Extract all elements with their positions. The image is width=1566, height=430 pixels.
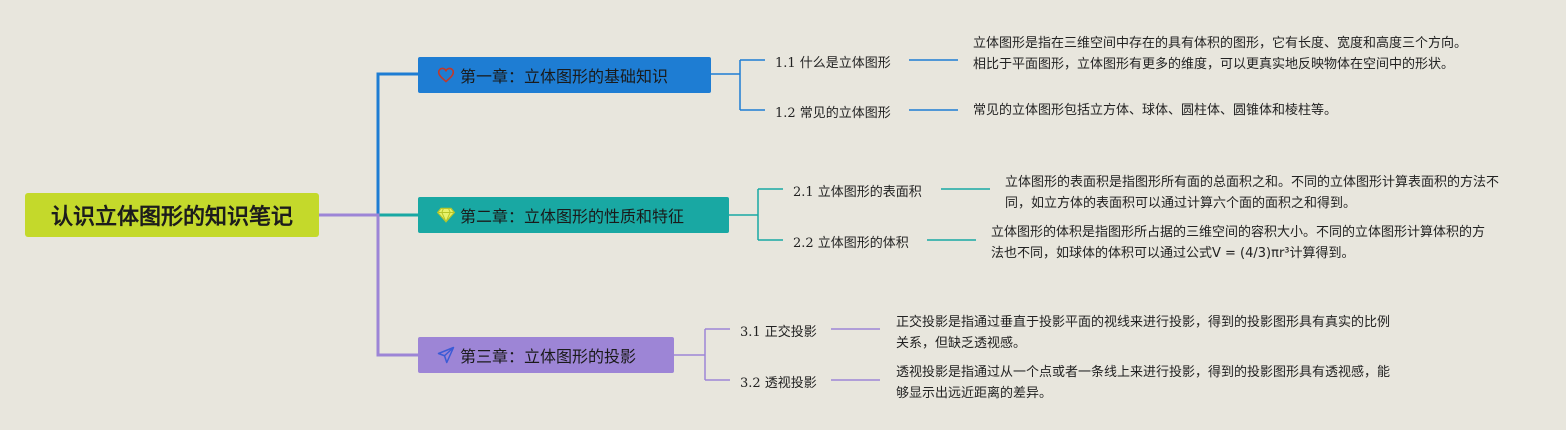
section-text-1-1: 立体图形是指在三维空间中存在的具有体积的图形，它有长度、宽度和高度三个方向。相比… bbox=[973, 36, 1468, 72]
chapter-node-2[interactable]: 第二章：立体图形的性质和特征 bbox=[418, 197, 729, 233]
section-label-1-2[interactable]: 1.2 常见的立体图形 bbox=[775, 106, 891, 121]
section-label-3-2[interactable]: 3.2 透视投影 bbox=[740, 376, 817, 391]
heart-icon bbox=[436, 65, 456, 85]
chapter-title-3: 第三章：立体图形的投影 bbox=[460, 347, 637, 366]
section-text-3-2: 透视投影是指通过从一个点或者一条线上来进行投影，得到的投影图形具有透视感，能够显… bbox=[896, 365, 1391, 401]
section-label-3-1[interactable]: 3.1 正交投影 bbox=[740, 325, 817, 340]
chapter-node-3[interactable]: 第三章：立体图形的投影 bbox=[418, 337, 674, 373]
connector-ch3-sections bbox=[674, 328, 730, 381]
chapter-title-2: 第二章：立体图形的性质和特征 bbox=[460, 207, 685, 226]
section-text-2-1: 立体图形的表面积是指图形所有面的总面积之和。不同的立体图形计算表面积的方法不同，… bbox=[1005, 175, 1500, 211]
chapter-title-1: 第一章：立体图形的基础知识 bbox=[460, 67, 669, 86]
connector-ch2-sections bbox=[729, 188, 783, 241]
section-text-3-1: 正交投影是指通过垂直于投影平面的视线来进行投影，得到的投影图形具有真实的比例关系… bbox=[896, 315, 1391, 351]
chapter-node-1[interactable]: 第一章：立体图形的基础知识 bbox=[418, 57, 711, 93]
section-label-2-2[interactable]: 2.2 立体图形的体积 bbox=[793, 236, 909, 251]
diamond-icon bbox=[436, 205, 456, 225]
connector-root-ch1 bbox=[319, 72, 418, 217]
paper-plane-icon bbox=[436, 345, 456, 365]
root-title: 认识立体图形的知识笔记 bbox=[50, 205, 293, 230]
connector-ch1-sections bbox=[711, 59, 765, 111]
section-label-2-1[interactable]: 2.1 立体图形的表面积 bbox=[793, 185, 922, 200]
section-label-1-1[interactable]: 1.1 什么是立体图形 bbox=[775, 56, 891, 71]
root-node[interactable]: 认识立体图形的知识笔记 bbox=[25, 193, 319, 237]
section-text-2-2: 立体图形的体积是指图形所占据的三维空间的容积大小。不同的立体图形计算体积的方法也… bbox=[991, 225, 1486, 261]
connector-root-ch3 bbox=[319, 213, 418, 357]
section-text-1-2: 常见的立体图形包括立方体、球体、圆柱体、圆锥体和棱柱等。 bbox=[973, 103, 1338, 118]
